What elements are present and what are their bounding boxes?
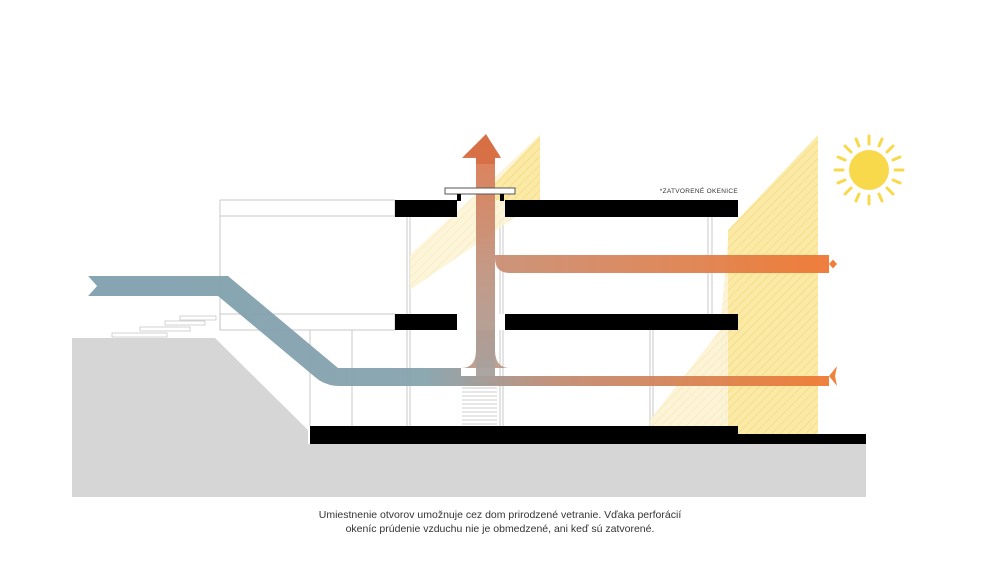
floor-slabs	[310, 200, 866, 444]
airflow-lower-stream	[88, 276, 837, 386]
airflow-lower-arrowhead	[829, 366, 837, 386]
airflow-upper-arrowhead	[829, 255, 837, 273]
sun-icon	[833, 134, 905, 206]
caption-line-1: Umiestnenie otvorov umožnuje cez dom pri…	[318, 509, 682, 521]
diagram-caption: Umiestnenie otvorov umožnuje cez dom pri…	[250, 508, 750, 536]
middle-slab-left	[395, 314, 457, 330]
airflow-upper-stream	[495, 255, 837, 273]
airflow-intake-tail	[88, 276, 97, 296]
ground-terrain	[72, 338, 866, 497]
sunlight-beam-lower	[728, 135, 818, 434]
roof-slab-left	[395, 200, 457, 217]
airflow-chimney-arrowhead	[462, 134, 501, 164]
middle-slab-right	[505, 314, 738, 330]
interior-stair	[462, 383, 497, 425]
closed-shutters-label: *ZATVORENÉ OKENICE	[660, 186, 739, 195]
ground-slab	[310, 426, 738, 444]
airflow-chimney-exhaust	[464, 135, 500, 376]
terrace-slab	[738, 434, 866, 444]
roof-slab-right	[505, 200, 738, 217]
chimney-cap	[444, 187, 516, 201]
exterior-stairs	[111, 315, 217, 338]
caption-line-2: okeníc prúdenie vzduchu nie je obmedzené…	[345, 523, 655, 535]
